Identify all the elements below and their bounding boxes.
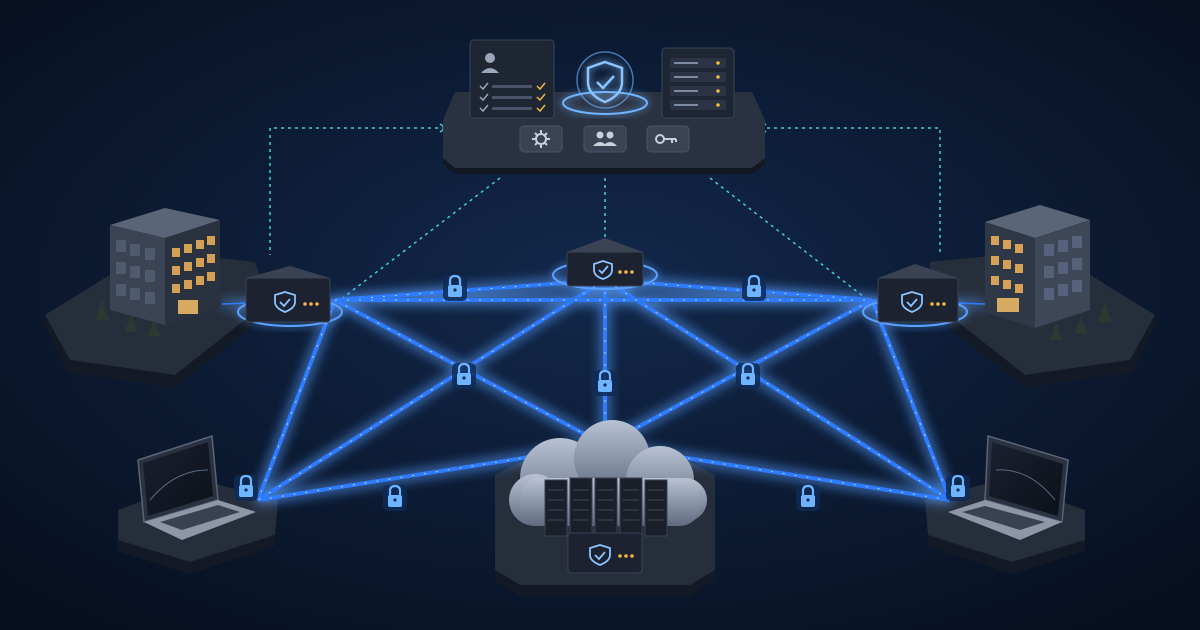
shield-check-icon [593,260,613,280]
building-right-top [985,205,1090,238]
padlock-icon [593,369,617,396]
tree-icon [95,300,160,336]
gateway-left[interactable] [237,266,343,327]
control-link-office-left [269,127,445,255]
gateway-center-top [567,238,643,252]
laptop-left-keys [160,505,240,530]
control-link-gw-right [709,177,869,301]
platform-cloud-side [495,570,715,596]
server-racks [544,477,668,539]
building-right-side-windows [1044,236,1082,300]
shield-halo [562,91,648,115]
laptop-left-screen [143,442,213,516]
gateway-right-body [877,277,959,323]
building-left-front-windows [116,240,155,304]
padlock-icon [796,484,820,511]
control-link-gw-left [339,177,501,301]
check-mark-icon [536,93,546,102]
link-data-flow [257,279,606,501]
shield-check-icon [589,544,611,566]
platform-office-left-side [45,300,270,388]
user-icon [481,53,499,73]
building-right-windows [991,236,1023,312]
cloud-gateway [567,532,643,574]
check-mark-icon [479,82,489,91]
key-icon [655,134,677,144]
check-mark-icon [479,93,489,102]
status-lights [618,554,634,558]
gear-icon [532,130,550,148]
gateway-right[interactable] [862,264,968,327]
link-data-flow [604,279,951,501]
cloud-datacenter[interactable] [509,420,707,574]
network-link [334,278,606,302]
office-building-left[interactable] [95,208,220,336]
users-button[interactable] [583,125,627,153]
settings-button[interactable] [519,125,563,153]
padlock-icon [443,274,467,301]
padlock-icon [736,362,760,389]
gateway-left-top [246,266,330,278]
status-lights [303,302,319,306]
server-list-rows [670,58,726,110]
platform-laptop-left-side [118,535,275,574]
shield-check-icon [586,60,624,104]
building-left-top [110,208,220,238]
link-data-flow [604,279,873,301]
platform-office-right-side [930,300,1155,388]
link-padlocks [234,274,970,511]
checklist [479,82,546,113]
gateway-center[interactable] [552,238,658,290]
shield-ring [576,51,634,109]
padlock-icon [383,484,407,511]
gateway-right-top [878,264,958,278]
network-link [870,299,952,501]
laptop-right-wallpaper [995,469,1056,501]
status-lights [930,302,946,306]
link-data-flow [604,299,873,446]
tree-icon [1050,302,1112,340]
status-lights [618,270,634,274]
padlock-icon [742,274,766,301]
shield-check-icon [274,291,296,313]
platform-laptop-right-side [928,535,1085,574]
control-links [269,123,941,301]
laptop-left-wallpaper [149,469,209,501]
users-icon [593,131,617,146]
padlock-icon [946,474,970,501]
laptop-right-screen [989,442,1063,516]
control-console[interactable] [443,39,765,174]
check-mark-icon [536,104,546,113]
console-base-side [443,158,765,174]
office-building-right[interactable] [985,205,1112,340]
laptop-right-keys [962,506,1045,530]
laptop-left[interactable] [137,434,256,540]
network-link [256,299,337,501]
laptop-right[interactable] [948,435,1069,540]
key-button[interactable] [646,125,690,153]
building-left-windows [172,236,215,314]
padlock-icon [234,474,258,501]
building-left-side [165,220,220,325]
profile-card [469,39,555,119]
check-mark-icon [479,104,489,113]
padlock-icon [452,362,476,389]
check-mark-icon [536,82,546,91]
shield-check-icon [901,291,923,313]
